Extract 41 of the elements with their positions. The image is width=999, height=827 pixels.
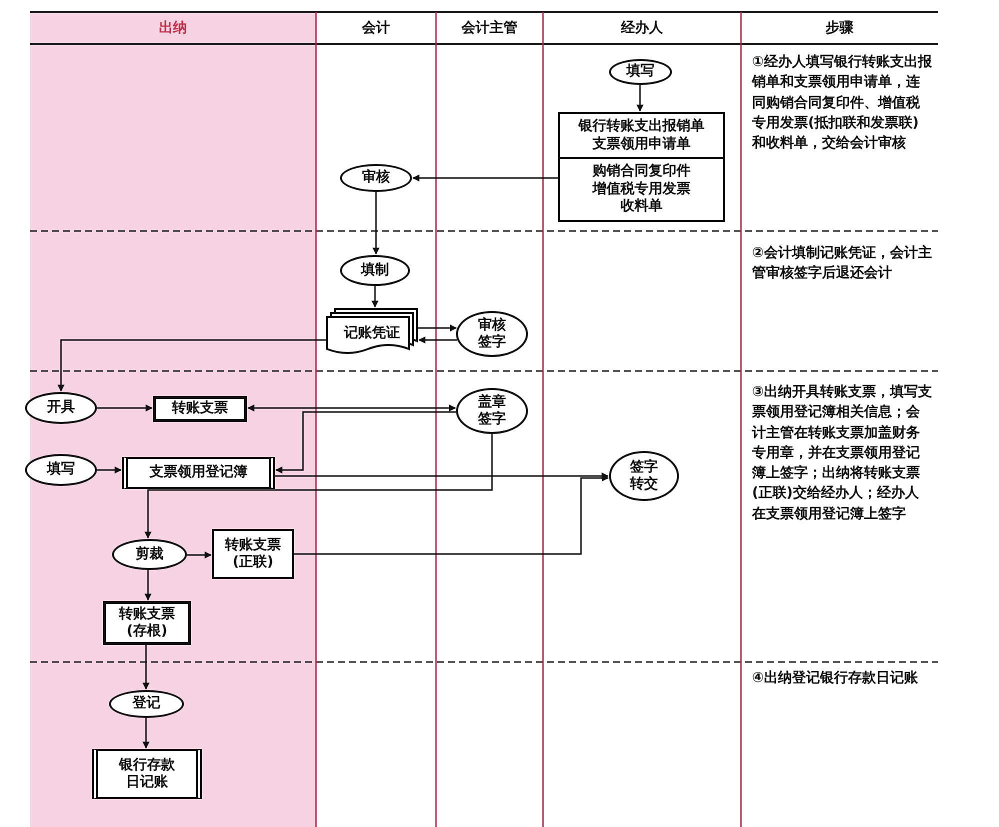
lane-header: 步骤 [824,19,854,38]
arrow [97,466,122,474]
arrow [372,192,380,255]
lane-header: 经办人 [620,19,664,38]
process-ellipse: 填制 [340,255,410,286]
arrow [372,286,378,308]
arrow [97,404,153,412]
process-circle: 审核签字 [456,311,528,357]
arrow [144,570,152,601]
arrow [142,645,150,690]
arrow [275,472,609,480]
lane-header: 会计主管 [460,18,518,38]
arrow [275,411,456,474]
arrow [142,718,150,749]
arrow [418,324,457,332]
lane-header: 出纳 [158,19,188,38]
arrow [58,339,326,392]
arrow [418,336,458,344]
step-description: ①经办人填写银行转账支出报销单和支票领用申请单，连同购销合同复印件、增值税专用发票(抵扣联和发票联)和收料单，交给会计审核 [752,53,932,154]
arrow [294,474,609,555]
process-ellipse: 填写 [609,59,672,85]
register-box: 银行存款日记账 [92,749,202,799]
document-box [558,112,725,222]
step-description: ②会计填制记账凭证，会计主管审核签字后退还会计 [752,244,932,284]
arrow [187,552,212,558]
document-box: 转账支票(正联) [212,529,294,579]
arrow [144,434,493,539]
arrow [412,174,558,182]
process-circle: 签字转交 [609,451,679,501]
process-ellipse: 审核 [340,164,412,192]
arrow [636,85,644,112]
document-box: 转账支票 [153,396,247,422]
document-box: 转账支票(存根) [103,601,191,645]
arrow [247,404,456,412]
process-circle: 盖章签字 [456,388,528,434]
lane-header: 会计 [361,19,391,38]
register-box: 支票领用登记簿 [122,457,275,489]
step-description: ④出纳登记银行存款日记账 [752,669,919,688]
document-list: 银行转账支出报销单支票领用申请单 [578,114,706,158]
document-list: 购销合同复印件增值税专用发票收料单 [560,157,723,220]
step-description: ③出纳开具转账支票，填写支票领用登记簿相关信息；会计主管在转账支票加盖财务专用章，并在支票领用登记簿上签字；出纳将转账支票(正联)交给经办人；经办人在支票领用登记簿上签字 [752,383,932,524]
